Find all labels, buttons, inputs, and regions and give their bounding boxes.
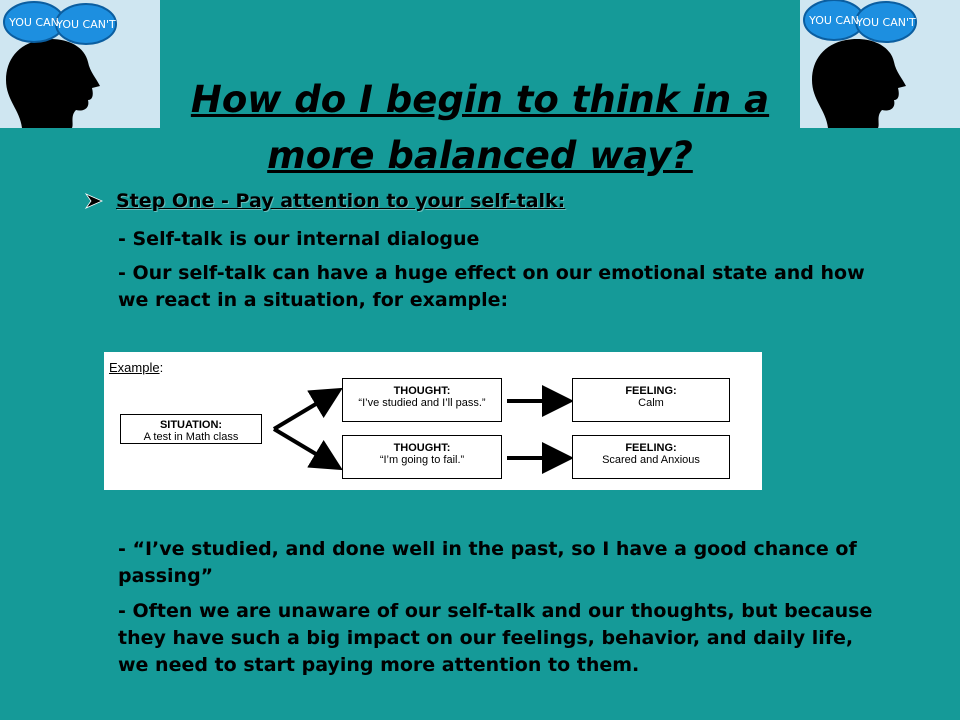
- svg-text:YOU CAN'T: YOU CAN'T: [855, 16, 916, 29]
- svg-text:YOU CAN: YOU CAN: [808, 14, 859, 27]
- paragraph-awareness: - Often we are unaware of our self-talk …: [118, 600, 873, 676]
- svg-text:YOU CAN'T: YOU CAN'T: [55, 18, 116, 31]
- slide-title: How do I begin to think in a more balanc…: [170, 72, 790, 184]
- situation-box: SITUATION: A test in Math class: [120, 414, 262, 444]
- diagram-heading: Example:: [109, 360, 164, 375]
- diagram-arrows: [272, 385, 574, 474]
- arrow-to-thought-1: [272, 387, 343, 431]
- arrow-to-thought-2: [272, 427, 343, 471]
- head-silhouette-icon: YOU CAN YOU CAN'T: [3, 1, 117, 128]
- feeling-box-2: FEELING: Scared and Anxious: [572, 435, 730, 479]
- title-line-1: How do I begin to think in a: [190, 78, 770, 121]
- paragraph-self-talk-effect: - Our self-talk can have a huge effect o…: [118, 262, 865, 311]
- corner-image-right: YOU CAN YOU CAN'T: [800, 0, 960, 128]
- step-one-label: Step One - Pay attention to your self-ta…: [116, 190, 566, 212]
- head-silhouette-icon: YOU CAN YOU CAN'T: [803, 0, 917, 128]
- step-one: Step One - Pay attention to your self-ta…: [84, 190, 565, 212]
- thought-box-1: THOUGHT: “I’ve studied and I’ll pass.”: [342, 378, 502, 422]
- paragraph-self-talk-definition: - Self-talk is our internal dialogue: [118, 228, 480, 250]
- thought-box-2: THOUGHT: “I’m going to fail.”: [342, 435, 502, 479]
- example-diagram: Example: SITUATION: A test in Math class…: [104, 352, 762, 490]
- corner-image-left: YOU CAN YOU CAN'T: [0, 0, 160, 128]
- feeling-box-1: FEELING: Calm: [572, 378, 730, 422]
- arrow-bullet-icon: [84, 193, 103, 209]
- title-line-2: more balanced way?: [267, 134, 693, 177]
- paragraph-balanced-thought: - “I’ve studied, and done well in the pa…: [118, 538, 857, 587]
- svg-text:YOU CAN: YOU CAN: [8, 16, 59, 29]
